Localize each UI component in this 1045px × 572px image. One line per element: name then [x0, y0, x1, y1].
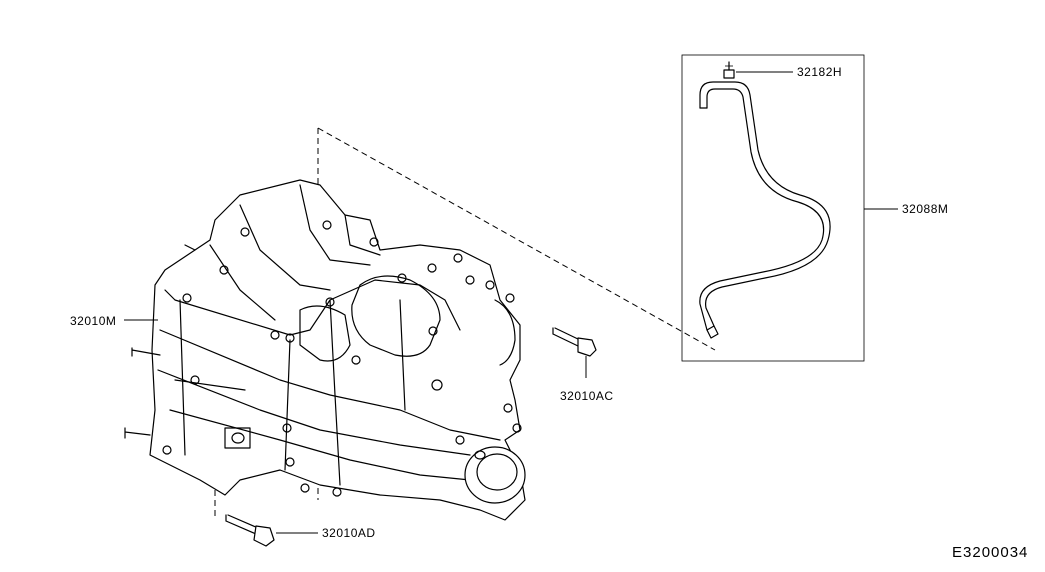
lower-bolt: [225, 514, 318, 547]
label-breather-plug: 32182H: [797, 65, 842, 79]
breather-plug: [723, 61, 735, 79]
transmission-assembly: [124, 179, 526, 521]
reference-code: E3200034: [952, 544, 1028, 561]
breather-hose-inset: [681, 54, 865, 362]
label-upper-bolt: 32010AC: [560, 389, 614, 403]
label-breather-hose: 32088M: [902, 202, 948, 216]
label-lower-bolt: 32010AD: [322, 526, 376, 540]
upper-bolt: [552, 327, 597, 378]
label-transmission: 32010M: [70, 314, 116, 328]
output-flange: [464, 446, 526, 504]
breather-hose: [699, 81, 831, 327]
